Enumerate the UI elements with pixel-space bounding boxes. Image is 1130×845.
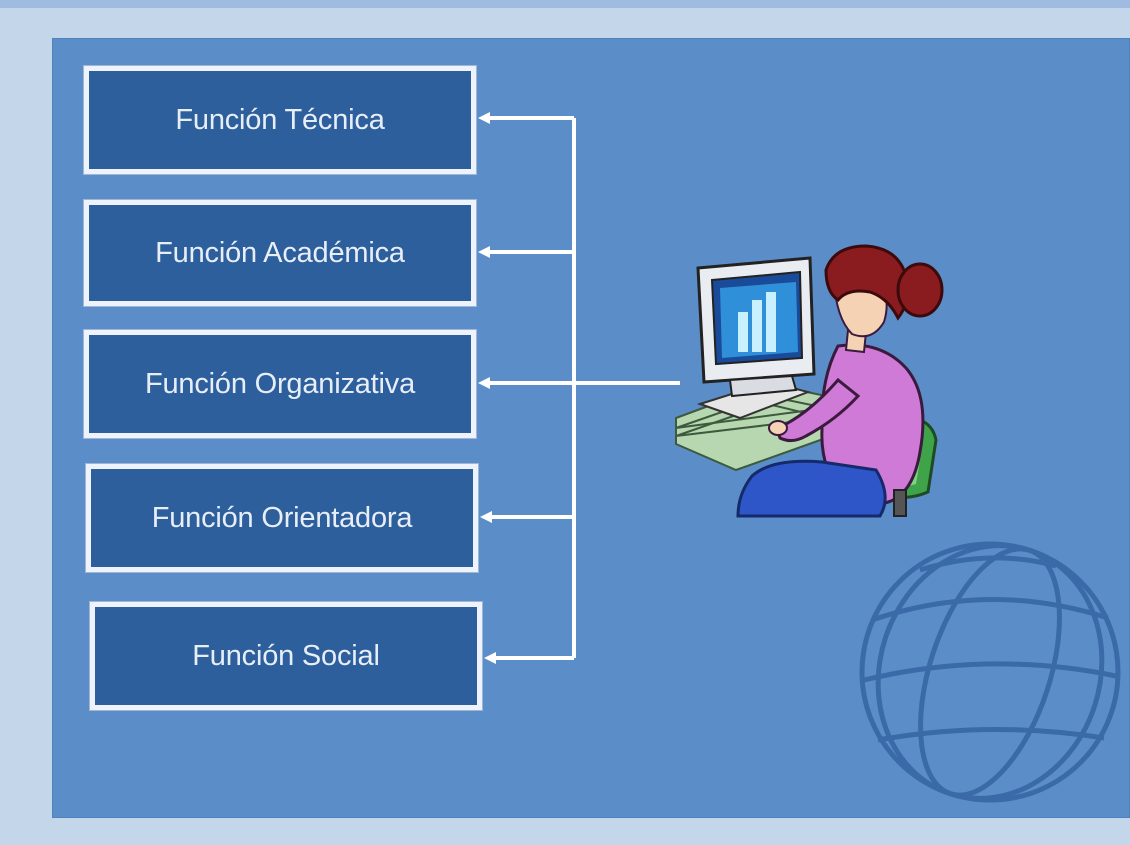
box-funcion-academica: Función Académica [84,200,476,306]
box-funcion-orientadora: Función Orientadora [86,464,478,572]
box-label: Función Orientadora [151,501,413,534]
arrowhead-organizativa [478,377,490,389]
arrowhead-social [484,652,496,664]
box-label: Función Organizativa [144,367,416,400]
arrowhead-academica [478,246,490,258]
globe-icon [859,541,1121,803]
box-label: Función Académica [155,236,405,269]
box-funcion-tecnica: Función Técnica [84,66,476,174]
woman-at-computer-icon [675,244,944,518]
box-label: Función Social [192,639,380,672]
arrowhead-tecnica [478,112,490,124]
top-border-strip [0,0,1130,8]
box-label: Función Técnica [175,103,385,136]
box-funcion-organizativa: Función Organizativa [84,330,476,438]
arrowhead-orientadora [480,511,492,523]
box-funcion-social: Función Social [90,602,482,710]
